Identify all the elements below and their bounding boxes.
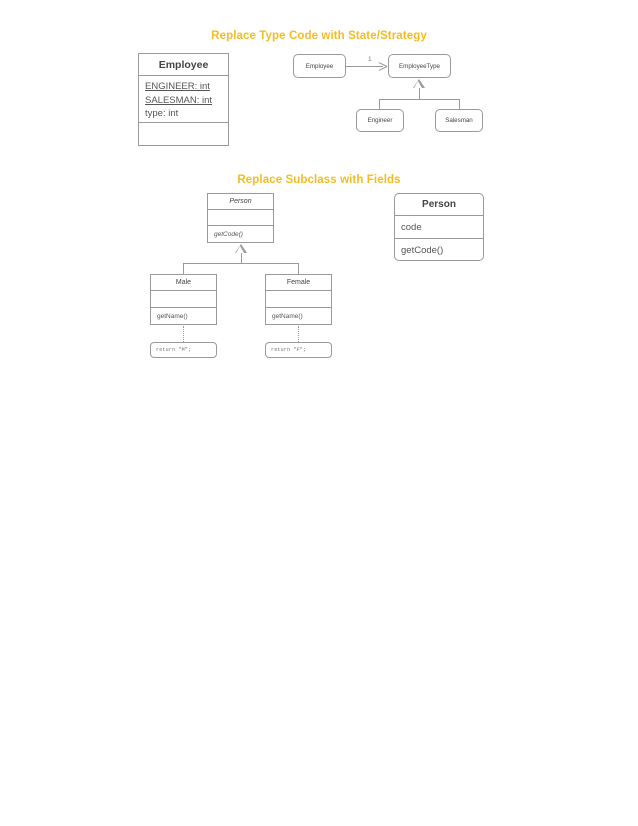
class-box-person-after[interactable]: Person code getCode() (394, 193, 484, 261)
generalization-branch-engineer (379, 99, 380, 109)
class-name-compartment: Employee (294, 55, 345, 77)
operation-compartment-empty (139, 123, 228, 146)
section-title-replace-subclass: Replace Subclass with Fields (237, 174, 401, 186)
class-name-label: Person (229, 198, 252, 205)
class-name-label: Employee (305, 62, 334, 70)
class-name-label: Salesman (445, 117, 473, 124)
attribute-code: code (401, 221, 422, 233)
association-open-arrowhead (378, 60, 388, 72)
attribute-compartment-empty (151, 291, 216, 308)
class-box-engineer[interactable]: Engineer (356, 109, 404, 132)
attribute-salesman: SALESMAN: int (145, 94, 213, 106)
attribute-compartment: code (395, 216, 483, 239)
generalization-branch-male (183, 263, 184, 274)
generalization-stem-employeetype (419, 88, 420, 99)
class-name-label: Person (422, 199, 456, 210)
attribute-compartment-empty (266, 291, 331, 308)
attribute-engineer: ENGINEER: int (145, 81, 210, 92)
note-box-male: return "M"; (150, 342, 217, 358)
class-box-male[interactable]: Male getName() (150, 274, 217, 325)
class-name-compartment: Female (266, 275, 331, 291)
class-name-compartment: Engineer (357, 110, 403, 131)
operation-getcode: getCode() (401, 245, 444, 256)
class-name-label: Female (286, 279, 311, 286)
class-box-salesman[interactable]: Salesman (435, 109, 483, 132)
operation-getname: getName() (272, 313, 303, 320)
note-connector-male (183, 326, 184, 342)
association-line-employee-employeetype (346, 66, 383, 67)
class-box-female[interactable]: Female getName() (265, 274, 332, 325)
generalization-crossbar-person (183, 263, 299, 264)
class-name-compartment: Employee (139, 54, 228, 76)
class-name-compartment: Person (208, 194, 273, 210)
class-box-employeetype[interactable]: EmployeeType (388, 54, 451, 78)
generalization-crossbar-employeetype (379, 99, 460, 100)
class-name-label: Male (175, 279, 192, 286)
operation-getname: getName() (157, 313, 188, 320)
class-box-employee-after[interactable]: Employee (293, 54, 346, 78)
operation-compartment: getName() (151, 308, 216, 325)
class-name-label: Employee (158, 58, 209, 71)
note-connector-female (298, 326, 299, 342)
generalization-branch-female (298, 263, 299, 274)
class-name-label: EmployeeType (399, 62, 440, 70)
operation-compartment: getName() (266, 308, 331, 325)
class-box-person-abstract[interactable]: Person getCode() (207, 193, 274, 243)
class-name-compartment: EmployeeType (389, 55, 450, 77)
operation-compartment: getCode() (395, 239, 483, 262)
attribute-compartment-empty (208, 210, 273, 226)
attribute-compartment: ENGINEER: int SALESMAN: int type: int (139, 76, 228, 123)
class-name-compartment: Male (151, 275, 216, 291)
class-name-compartment: Person (395, 194, 483, 216)
attribute-type: type: int (145, 108, 179, 119)
operation-compartment: getCode() (208, 226, 273, 243)
class-name-compartment: Salesman (436, 110, 482, 131)
generalization-branch-salesman (459, 99, 460, 109)
operation-getcode: getCode() (214, 231, 243, 238)
class-box-employee-before[interactable]: Employee ENGINEER: int SALESMAN: int typ… (138, 53, 229, 146)
section-title-replace-type-code: Replace Type Code with State/Strategy (211, 30, 427, 42)
note-box-female: return "F"; (265, 342, 332, 358)
association-multiplicity-label: 1 (368, 56, 372, 63)
class-name-label: Engineer (367, 117, 393, 124)
generalization-stem-person (241, 253, 242, 263)
